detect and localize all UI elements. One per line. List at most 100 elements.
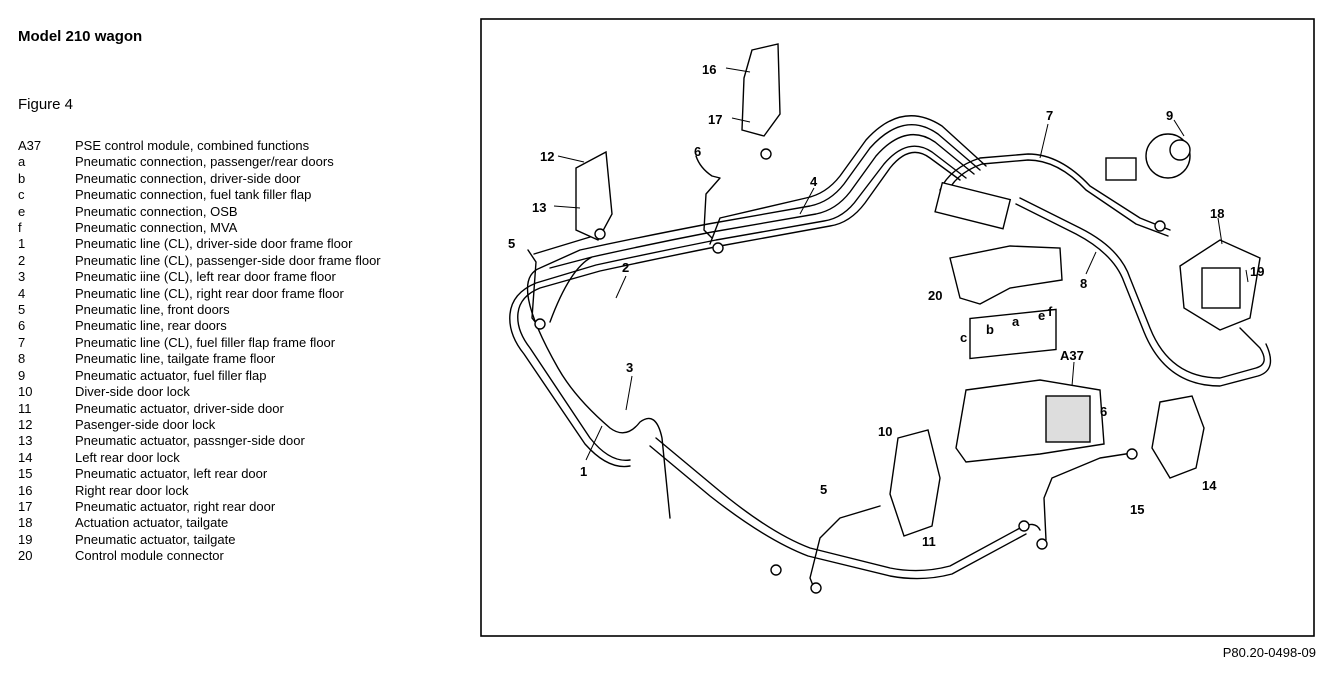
pneumatic-line-4 — [709, 115, 987, 245]
legend-text: Pneumatic actuator, passnger-side door — [75, 433, 305, 449]
legend-text: Pneumatic line (CL), passenger-side door… — [75, 252, 381, 268]
callout-a: a — [1012, 314, 1020, 329]
legend-text: Right rear door lock — [75, 482, 189, 498]
legend-key: 11 — [18, 400, 32, 416]
callout-6-top: 6 — [694, 144, 701, 159]
legend-key: 10 — [18, 384, 33, 400]
legend-text: PSE control module, combined functions — [75, 138, 310, 153]
line-end-fitting — [1154, 220, 1166, 232]
legend-item: 13 Pneumatic actuator, passnger-side door — [18, 433, 381, 449]
legend-text: Pneumatic actuator, tailgate — [75, 531, 236, 547]
tailgate-lock-body — [1201, 267, 1241, 309]
legend-text: Pneumatic iine (CL), left rear door fram… — [75, 269, 336, 285]
legend-key: A37 — [18, 138, 42, 153]
legend-text: Pneumatic line (CL), driver-side door fr… — [75, 236, 353, 252]
pneumatic-line-bottom-b — [649, 445, 1027, 580]
callout-19: 19 — [1250, 264, 1264, 279]
leader-9 — [1173, 119, 1185, 137]
legend-item: 7 Pneumatic line (CL), fuel filler flap f… — [18, 335, 381, 351]
legend-key: c — [18, 187, 25, 203]
legend-key: 19 — [18, 531, 33, 547]
callout-f: f — [1048, 304, 1053, 319]
line-end-fitting — [760, 148, 772, 160]
pneumatic-line-3 — [526, 124, 981, 519]
legend-text: Pneumatic line, rear doors — [75, 318, 227, 334]
legend-item: 3 Pneumatic iine (CL), left rear door fra… — [18, 269, 381, 285]
legend-text: Pneumatic line, front doors — [75, 302, 230, 318]
pneumatic-line-1-b — [509, 145, 967, 468]
callout-c: c — [960, 330, 967, 345]
pneumatic-line-bottom — [655, 437, 1041, 572]
callout-12: 12 — [540, 149, 554, 164]
legend-text: Pneumatic connection, OSB — [75, 203, 238, 219]
line-end-fitting — [810, 582, 822, 594]
callout-1: 1 — [580, 464, 587, 479]
legend-text: Pneumatic line (CL), fuel filler flap fr… — [75, 334, 336, 350]
figure-label: Figure 4 — [18, 96, 74, 113]
legend-key: 13 — [18, 433, 33, 449]
pneumatic-line-2 — [549, 133, 975, 323]
legend-text: Diver-side door lock — [75, 384, 190, 400]
pneumatic-line-1 — [517, 151, 961, 462]
control-module-connector — [949, 245, 1063, 305]
line-end-fitting — [1126, 448, 1138, 460]
legend-text: Pneumatic actuator, fuel filler flap — [75, 367, 267, 383]
pse-module-connector-block — [1045, 395, 1091, 443]
pneumatic-line-8 — [1019, 197, 1265, 379]
line-end-fitting — [1036, 538, 1048, 550]
leader-7 — [1039, 123, 1049, 159]
line-end-fitting — [534, 318, 546, 330]
leader-a37 — [1071, 361, 1075, 387]
leader-17 — [731, 117, 751, 123]
legend-key: 14 — [18, 449, 33, 465]
callout-14: 14 — [1202, 478, 1217, 493]
legend-item: 5 Pneumatic line, front doors — [18, 302, 381, 318]
reference-code: P80.20-0498-09 — [1222, 645, 1316, 660]
callout-a37: A37 — [1060, 348, 1084, 363]
callout-17: 17 — [708, 112, 722, 127]
legend-item: A37 PSE control module, combined function… — [18, 138, 381, 154]
callout-2: 2 — [622, 260, 629, 275]
pneumatic-line-7-b — [945, 159, 1169, 237]
passenger-side-door-lock — [575, 150, 613, 241]
legend-text: Pneumatic actuator, right rear door — [75, 498, 276, 514]
diagram-frame — [480, 18, 1315, 637]
legend-text: Pneumatic actuator, left rear door — [75, 466, 268, 482]
legend-key: 3 — [18, 269, 26, 285]
leader-12 — [557, 155, 585, 163]
leader-1 — [585, 425, 603, 461]
pneumatic-line-8-b — [1015, 203, 1272, 387]
legend-text: Pneumatic line (CL), right rear door fra… — [75, 285, 344, 301]
fuel-filler-flap-bracket — [1105, 157, 1137, 181]
legend-key: 16 — [18, 482, 33, 498]
callout-e: e — [1038, 308, 1045, 323]
callout-20: 20 — [928, 288, 942, 303]
legend-text: Pneumatic connection, passenger/rear doo… — [75, 154, 334, 170]
callout-3: 3 — [626, 360, 633, 375]
legend-key: 12 — [18, 416, 33, 432]
legend-key: a — [18, 154, 26, 170]
legend-key: 7 — [18, 334, 26, 350]
callout-8: 8 — [1080, 276, 1087, 291]
legend-item: 16 Right rear door lock — [18, 483, 381, 499]
connector-tube — [934, 181, 1012, 230]
callout-4: 4 — [810, 174, 818, 189]
legend-key: 5 — [18, 302, 26, 318]
legend-item: 19 Pneumatic actuator, tailgate — [18, 532, 381, 548]
legend-text: Pneumatic line, tailgate frame floor — [75, 351, 276, 367]
legend-text: Actuation actuator, tailgate — [75, 515, 229, 531]
callout-15: 15 — [1130, 502, 1144, 517]
callout-11: 11 — [922, 534, 936, 549]
pneumatic-line-6-lower — [1039, 452, 1133, 549]
legend-key: b — [18, 170, 26, 186]
